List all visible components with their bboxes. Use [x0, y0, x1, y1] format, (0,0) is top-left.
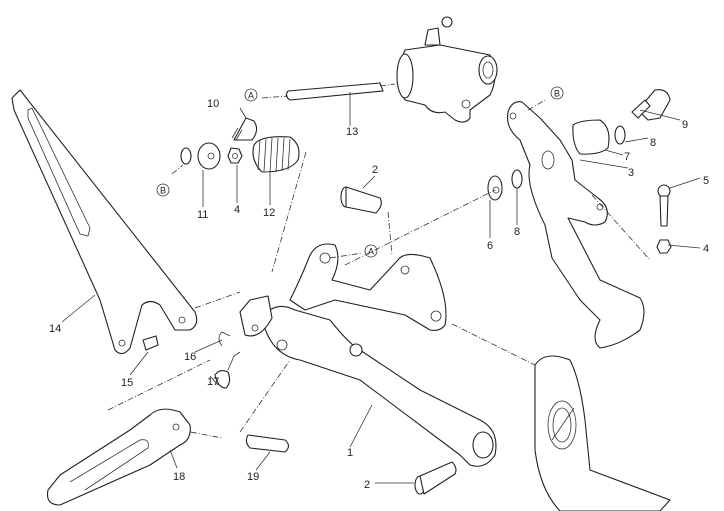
callout-4: 4 — [703, 243, 709, 255]
callout-12: 12 — [263, 207, 275, 219]
master-cylinder — [261, 16, 498, 123]
callout-13: 13 — [346, 126, 358, 138]
callout-5: 5 — [703, 175, 709, 187]
callout-numbers: 1 2 2 3 4 4 5 6 7 8 8 9 10 11 12 13 14 1… — [49, 98, 709, 491]
callout-11: 11 — [197, 209, 208, 221]
small-parts-lower — [107, 331, 291, 453]
heel-guard-plate — [11, 89, 198, 355]
callout-17: 17 — [207, 376, 219, 388]
bolt-lower — [414, 461, 457, 495]
callout-2: 2 — [364, 479, 370, 491]
callout-3: 3 — [628, 167, 634, 179]
svg-text:B: B — [160, 186, 166, 196]
callout-14: 14 — [49, 323, 61, 335]
footpeg — [46, 408, 191, 506]
callout-8: 8 — [514, 226, 520, 238]
reference-marker-b-right: B — [550, 86, 564, 100]
reference-marker-a-bracket: A — [329, 244, 378, 259]
callout-1: 1 — [347, 447, 353, 459]
callout-6: 6 — [487, 240, 493, 252]
callout-19: 19 — [247, 471, 259, 483]
washers-and-bolt-right — [344, 169, 672, 266]
brake-pedal-lever — [506, 89, 671, 349]
main-footpeg-bracket — [194, 243, 536, 467]
callout-16: 16 — [184, 351, 196, 363]
reference-marker-b-left: B — [156, 183, 170, 197]
svg-text:A: A — [248, 91, 254, 101]
callout-7: 7 — [624, 151, 630, 163]
callout-8: 8 — [650, 137, 656, 149]
reference-marker-a-top: A — [244, 88, 258, 102]
frame-section — [534, 355, 671, 511]
callout-15: 15 — [121, 377, 133, 389]
svg-text:A: A — [368, 247, 374, 257]
callout-9: 9 — [682, 119, 688, 131]
callout-18: 18 — [173, 471, 185, 483]
callout-10: 10 — [207, 98, 219, 110]
svg-text:B: B — [554, 89, 560, 99]
spring-assembly — [171, 117, 307, 273]
leader-lines — [61, 92, 701, 484]
bolt-upper — [340, 186, 393, 256]
callout-4: 4 — [234, 204, 240, 216]
callout-2: 2 — [372, 164, 378, 176]
